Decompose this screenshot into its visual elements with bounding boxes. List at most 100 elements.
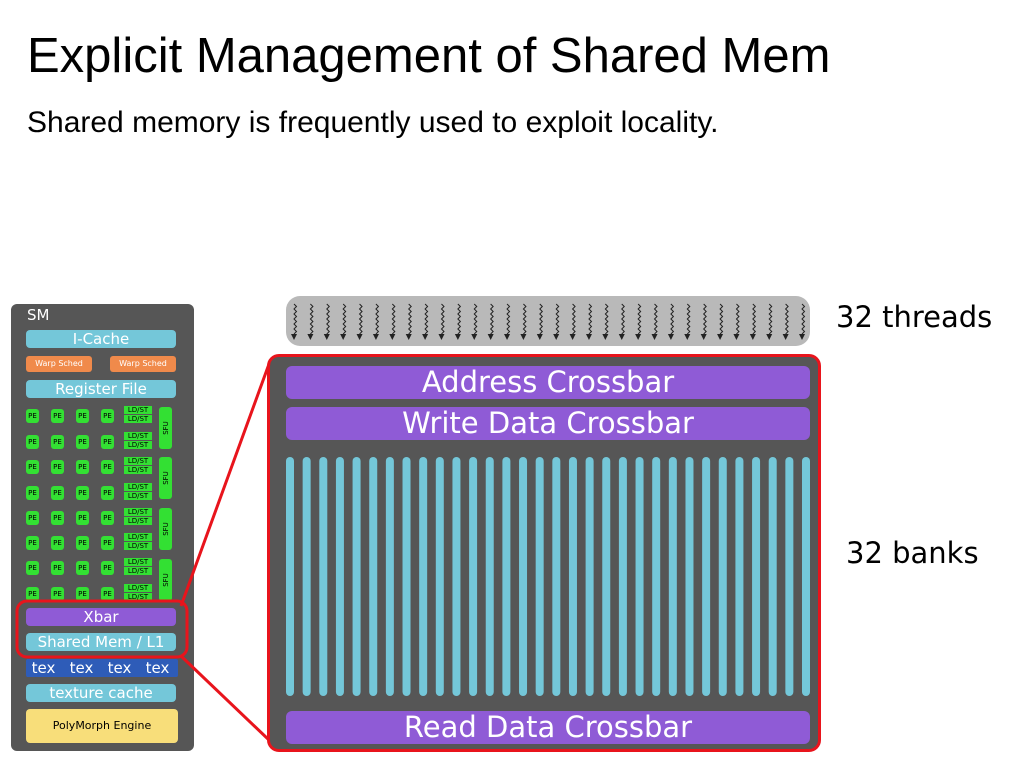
processing-element: PE xyxy=(101,587,114,601)
bank-columns xyxy=(286,457,810,696)
thread-line xyxy=(473,303,478,335)
thread-arrowhead xyxy=(733,334,740,340)
memory-bank xyxy=(302,457,311,696)
memory-bank xyxy=(785,457,794,696)
memory-bank xyxy=(585,457,594,696)
processing-element: PE xyxy=(26,511,39,525)
thread-line xyxy=(752,303,757,335)
thread-arrowhead xyxy=(389,334,396,340)
thread-arrows xyxy=(291,303,806,340)
processing-element: PE xyxy=(101,536,114,550)
tex-unit: tex xyxy=(65,659,98,677)
thread-line xyxy=(489,303,494,335)
thread-line xyxy=(735,303,740,335)
tex-unit: tex xyxy=(103,659,136,677)
thread-arrowhead xyxy=(487,334,494,340)
processing-element: PE xyxy=(51,460,64,474)
sfu-unit: SFU xyxy=(159,407,172,449)
processing-element: PE xyxy=(26,460,39,474)
thread-arrowhead xyxy=(667,334,674,340)
memory-bank xyxy=(768,457,777,696)
memory-bank xyxy=(668,457,677,696)
memory-bank xyxy=(802,457,810,696)
thread-line xyxy=(670,303,675,335)
processing-element: PE xyxy=(51,587,64,601)
ld-st-unit: LD/ST xyxy=(124,542,152,550)
banks-label: 32 banks xyxy=(846,536,979,570)
processing-element: PE xyxy=(101,561,114,575)
thread-line xyxy=(391,303,396,335)
memory-bank xyxy=(319,457,328,696)
sfu-label: SFU xyxy=(161,573,170,587)
warp-scheduler-2: Warp Sched xyxy=(110,356,176,372)
address-crossbar: Address Crossbar xyxy=(286,366,810,399)
memory-bank xyxy=(635,457,644,696)
thread-arrowhead xyxy=(717,334,724,340)
thread-arrowhead xyxy=(799,334,805,340)
ld-st-unit: LD/ST xyxy=(124,466,152,474)
thread-arrowhead xyxy=(372,334,379,340)
memory-bank xyxy=(352,457,361,696)
processing-element: PE xyxy=(51,561,64,575)
slide-title: Explicit Management of Shared Mem xyxy=(27,29,831,83)
processing-element: PE xyxy=(51,435,64,449)
memory-bank xyxy=(718,457,727,696)
thread-arrowhead xyxy=(553,334,560,340)
thread-arrowhead xyxy=(749,334,756,340)
thread-arrowhead xyxy=(700,334,707,340)
ld-st-unit: LD/ST xyxy=(124,517,152,525)
processing-element: PE xyxy=(51,511,64,525)
memory-bank xyxy=(618,457,627,696)
memory-bank xyxy=(735,457,744,696)
processing-element: PE xyxy=(26,486,39,500)
ld-st-unit: LD/ST xyxy=(124,406,152,414)
thread-line xyxy=(571,303,576,335)
thread-arrowhead xyxy=(602,334,609,340)
thread-arrowhead xyxy=(454,334,461,340)
processing-element: PE xyxy=(76,486,89,500)
tex-unit: tex xyxy=(141,659,174,677)
thread-arrowhead xyxy=(323,334,330,340)
tex-unit: tex xyxy=(27,659,60,677)
threads-bar xyxy=(286,296,810,346)
memory-bank xyxy=(502,457,511,696)
thread-arrowhead xyxy=(340,334,347,340)
thread-line xyxy=(686,303,691,335)
ld-st-unit: LD/ST xyxy=(124,492,152,500)
ld-st-unit: LD/ST xyxy=(124,593,152,601)
thread-arrowhead xyxy=(618,334,625,340)
memory-bank xyxy=(519,457,528,696)
ld-st-unit: LD/ST xyxy=(124,441,152,449)
processing-element: PE xyxy=(101,409,114,423)
thread-line xyxy=(375,303,380,335)
processing-element: PE xyxy=(76,460,89,474)
memory-bank xyxy=(452,457,461,696)
thread-line xyxy=(539,303,544,335)
warp-scheduler-1: Warp Sched xyxy=(26,356,92,372)
processing-element: PE xyxy=(76,561,89,575)
processing-element: PE xyxy=(76,536,89,550)
memory-bank xyxy=(535,457,544,696)
thread-line xyxy=(309,303,314,335)
processing-element: PE xyxy=(101,486,114,500)
thread-arrowhead xyxy=(651,334,658,340)
read-data-crossbar: Read Data Crossbar xyxy=(286,711,810,744)
processing-element: PE xyxy=(51,409,64,423)
processing-element: PE xyxy=(26,536,39,550)
memory-bank xyxy=(702,457,711,696)
memory-bank xyxy=(602,457,611,696)
thread-line xyxy=(637,303,642,335)
thread-arrowhead xyxy=(684,334,691,340)
thread-arrowhead xyxy=(520,334,527,340)
ld-st-unit: LD/ST xyxy=(124,432,152,440)
thread-line xyxy=(522,303,527,335)
processing-element: PE xyxy=(76,511,89,525)
processing-element: PE xyxy=(101,511,114,525)
ld-st-unit: LD/ST xyxy=(124,558,152,566)
thread-line xyxy=(653,303,658,335)
thread-line xyxy=(784,303,789,335)
ld-st-unit: LD/ST xyxy=(124,483,152,491)
thread-line xyxy=(358,303,363,335)
sfu-label: SFU xyxy=(161,421,170,435)
thread-arrowhead xyxy=(438,334,445,340)
